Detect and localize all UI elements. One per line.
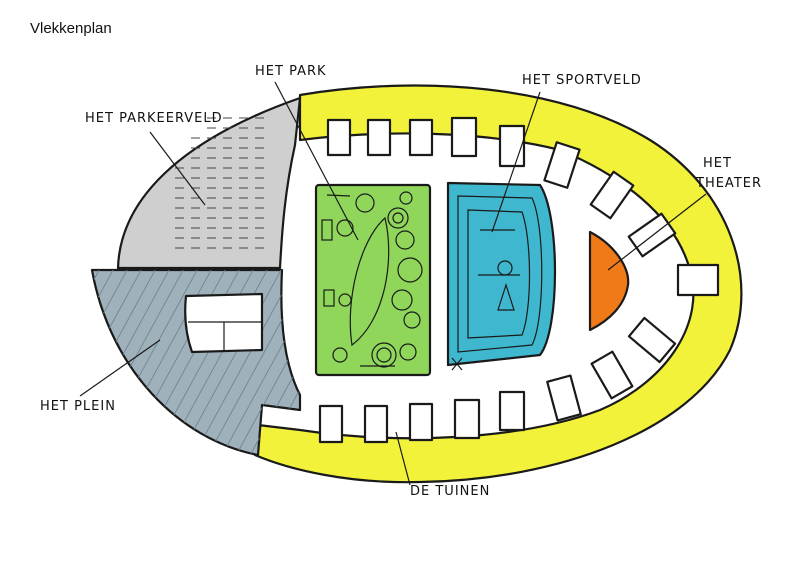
tuinen-notch — [627, 316, 677, 364]
tuinen-notch — [589, 170, 635, 220]
label-park: HET PARK — [255, 64, 359, 241]
plaza-hatch-line — [92, 270, 139, 455]
plaza-hatch-line — [92, 270, 97, 455]
label-park-text: HET PARK — [255, 64, 327, 79]
sportveld-details — [451, 195, 543, 371]
tuinen-notch — [450, 116, 478, 158]
label-parkeerveld: HET PARKEERVELD — [85, 111, 223, 206]
plaza-hatch-line — [0, 250, 54, 470]
plaza-hatch-line — [0, 250, 68, 470]
theater-area — [588, 230, 630, 332]
label-sportveld: HET SPORTVELD — [491, 73, 642, 233]
plaza-hatch-line — [0, 250, 40, 470]
tuinen-notch — [326, 118, 352, 157]
label-plein: HET PLEIN — [40, 339, 161, 414]
tuinen-notch — [546, 374, 582, 422]
label-parkeerveld-text: HET PARKEERVELD — [85, 111, 223, 126]
parkeerveld-stripes — [175, 117, 264, 249]
tuinen-notch — [498, 124, 526, 168]
label-sportveld-text: HET SPORTVELD — [522, 73, 642, 88]
label-theater-line2: THEATER — [695, 176, 762, 191]
tuinen-notch — [408, 402, 434, 442]
label-tuinen-text: DE TUINEN — [410, 484, 490, 499]
label-theater: HET THEATER — [607, 156, 762, 271]
plaza-hatch-line — [92, 270, 153, 455]
plaza-hatch-line — [213, 270, 300, 455]
plaza-hatch-line — [92, 270, 125, 455]
plaza-hatch-line — [199, 270, 300, 455]
tuinen-ring — [253, 84, 743, 484]
tuinen-notch — [363, 404, 389, 444]
tuinen-notch — [543, 141, 581, 189]
label-tuinen: DE TUINEN — [395, 431, 490, 499]
tuinen-notch — [590, 350, 634, 400]
park-details — [321, 191, 423, 368]
tuinen-notch — [453, 398, 481, 440]
parkeerveld-area — [116, 96, 302, 270]
tuinen-notch — [366, 118, 392, 157]
label-plein-text: HET PLEIN — [40, 399, 116, 414]
plaza-hatch-line — [92, 270, 111, 455]
tuinen-notch — [318, 404, 344, 444]
label-theater-line1: HET — [703, 156, 732, 171]
park-area — [314, 183, 432, 377]
page-title: Vlekkenplan — [30, 20, 112, 37]
tuinen-notch — [498, 390, 526, 432]
tuinen-notch — [676, 263, 720, 297]
tuinen-notch — [408, 118, 434, 157]
plaza-hatch-line — [0, 250, 82, 470]
plein-building — [184, 292, 264, 354]
